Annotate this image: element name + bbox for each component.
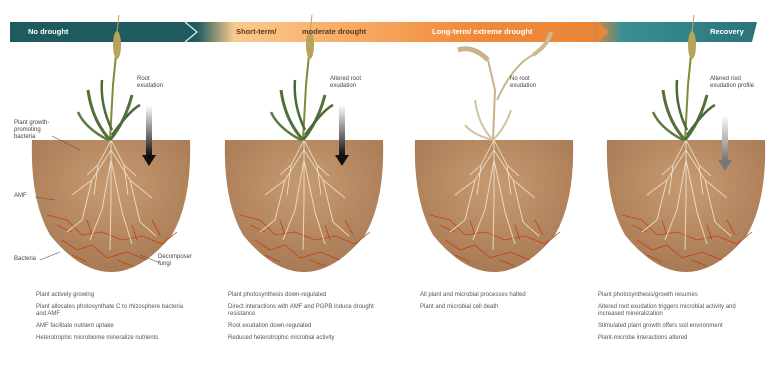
soil-recovery [607,140,765,272]
wheat-plant-dry [458,32,551,140]
stage-label-no-drought: No drought [28,27,68,36]
root-exudation-arrow-2 [335,105,349,166]
stage-label-recovery: Recovery [710,27,744,36]
annot-decomposer-fungi: Decomposerfungi [158,254,192,268]
stage-label-long-term: Long-term/ extreme drought [432,27,532,36]
soil-short-term [225,140,383,272]
notes-short-term: Plant photosynthesis down-regulatedDirec… [228,292,378,347]
notes-no-drought: Plant actively growingPlant allocates ph… [36,292,186,347]
stage-banner [10,22,757,42]
soil-long-term [415,140,573,272]
annot-amf: AMF [14,193,27,200]
stage-label-moderate: moderate drought [302,27,366,36]
soil-no-drought [32,140,190,272]
annot-bacteria: Bacteria [14,256,36,263]
stage-label-short-term: Short-term/ [236,27,276,36]
annot-pgpb: Plant growth-promotingbacteria [14,120,49,141]
annot-root-exudation: Rootexudation [137,76,163,90]
annot-altered-exudation: Altered rootexudation [330,76,361,90]
annot-no-exudation: No rootexudation [510,76,536,90]
annot-altered-profile: Altered rootexudation profile [710,76,754,90]
notes-long-term: All plant and microbial processes halted… [420,292,570,316]
root-exudation-arrow-1 [142,105,156,166]
notes-recovery: Plant photosynthesis/growth resumesAlter… [598,292,758,347]
